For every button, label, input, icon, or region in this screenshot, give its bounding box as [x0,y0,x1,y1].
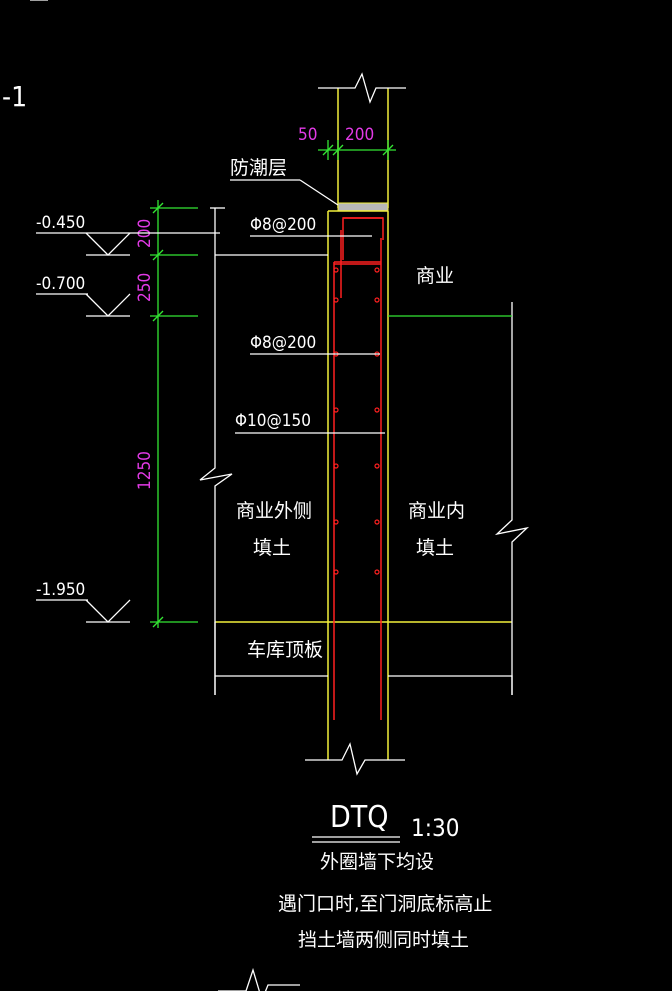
outer-fill-label-line1: 商业外侧 [236,500,312,522]
dim-250-vertical: 250 [135,273,155,302]
rebar-dots [333,267,380,575]
commercial-label: 商业 [416,265,454,287]
dim-200-horizontal: 200 [345,125,374,145]
elevation-label-3: -1.950 [36,580,85,600]
horizontal-dimension [318,140,396,160]
elevation-label-2: -0.700 [36,274,85,294]
rebar-label-1: Φ8@200 [250,215,316,235]
note-line-1: 外圈墙下均设 [320,851,434,873]
inner-fill-label-line2: 填土 [416,537,454,559]
view-label: -1 [2,80,27,113]
wall-break-bottom [305,742,405,776]
elevation-marker-2 [36,293,131,317]
title-underline [312,836,400,843]
wall-break-top [318,72,406,104]
inner-fill-label-line1: 商业内 [408,500,465,522]
drawing-title: DTQ [330,800,389,835]
dim-50: 50 [298,125,317,145]
rebar-label-3: Φ10@150 [235,411,311,431]
moisture-layer-leader [230,179,339,206]
wall-outline [215,88,512,760]
note-line-2: 遇门口时,至门洞底标高止 [278,893,492,915]
garage-slab-label: 车库顶板 [247,639,323,661]
rebar-label-2: Φ8@200 [250,333,316,353]
drawing-scale: 1:30 [411,814,459,842]
elevation-marker-1 [36,232,220,256]
vertical-dimension-chain [150,200,198,628]
note-line-3: 挡土墙两侧同时填土 [298,929,469,951]
rebar-leaders [235,235,385,434]
elevation-marker-3 [36,599,131,623]
elevation-label-1: -0.450 [36,213,85,233]
dim-1250-vertical: 1250 [135,451,155,490]
bottom-break-fragment [218,967,300,991]
soil-outline [199,207,530,695]
outer-fill-label-line2: 填土 [253,537,291,559]
moisture-layer-label: 防潮层 [230,157,287,179]
rebar-cage [333,217,384,720]
